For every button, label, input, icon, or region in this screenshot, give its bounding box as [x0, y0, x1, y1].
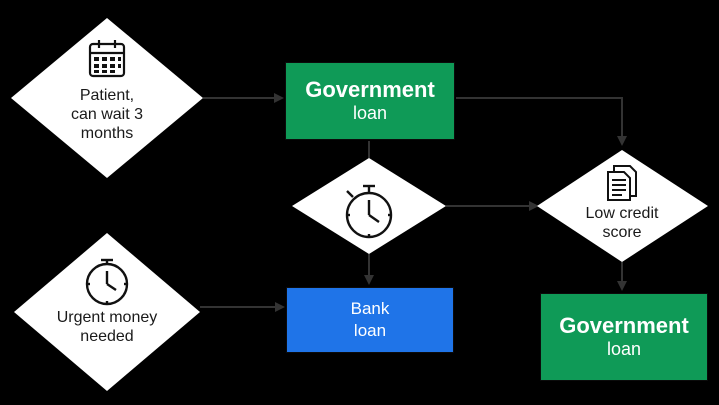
- urgent-decision-label: Urgent money needed: [37, 308, 177, 346]
- government-loan-subtitle: loan: [352, 103, 388, 123]
- patient-label-line: can wait 3: [70, 106, 144, 123]
- patient-label-line: Patient,: [79, 87, 135, 104]
- government-loan-title: Government: [559, 313, 689, 338]
- stopwatch-icon: [85, 258, 129, 306]
- government-loan-box-top: Government loan: [285, 62, 455, 140]
- document-icon: [607, 165, 637, 201]
- decision-diamond-low-credit: [537, 150, 708, 262]
- bank-loan-line2: loan: [353, 321, 387, 340]
- government-loan-box-bottom: Government loan: [540, 293, 708, 381]
- patient-label-line: months: [80, 125, 134, 142]
- government-loan-subtitle: loan: [606, 339, 642, 359]
- calendar-icon: [88, 40, 126, 78]
- government-loan-title: Government: [305, 77, 435, 102]
- urgent-label-line: Urgent money: [56, 309, 158, 326]
- connector-government-to-low-credit: [456, 97, 627, 146]
- decision-diamond-urgent: [14, 233, 200, 391]
- bank-loan-line1: Bank: [350, 299, 390, 318]
- low-credit-label-line: score: [602, 224, 642, 241]
- decision-diamond-patient: [11, 18, 203, 178]
- low-credit-decision-label: Low credit score: [567, 204, 677, 242]
- stopwatch-icon: [345, 184, 393, 239]
- urgent-label-line: needed: [80, 328, 134, 345]
- patient-decision-label: Patient, can wait 3 months: [47, 86, 167, 143]
- bank-loan-box: Bank loan: [286, 287, 454, 353]
- low-credit-label-line: Low credit: [585, 205, 659, 222]
